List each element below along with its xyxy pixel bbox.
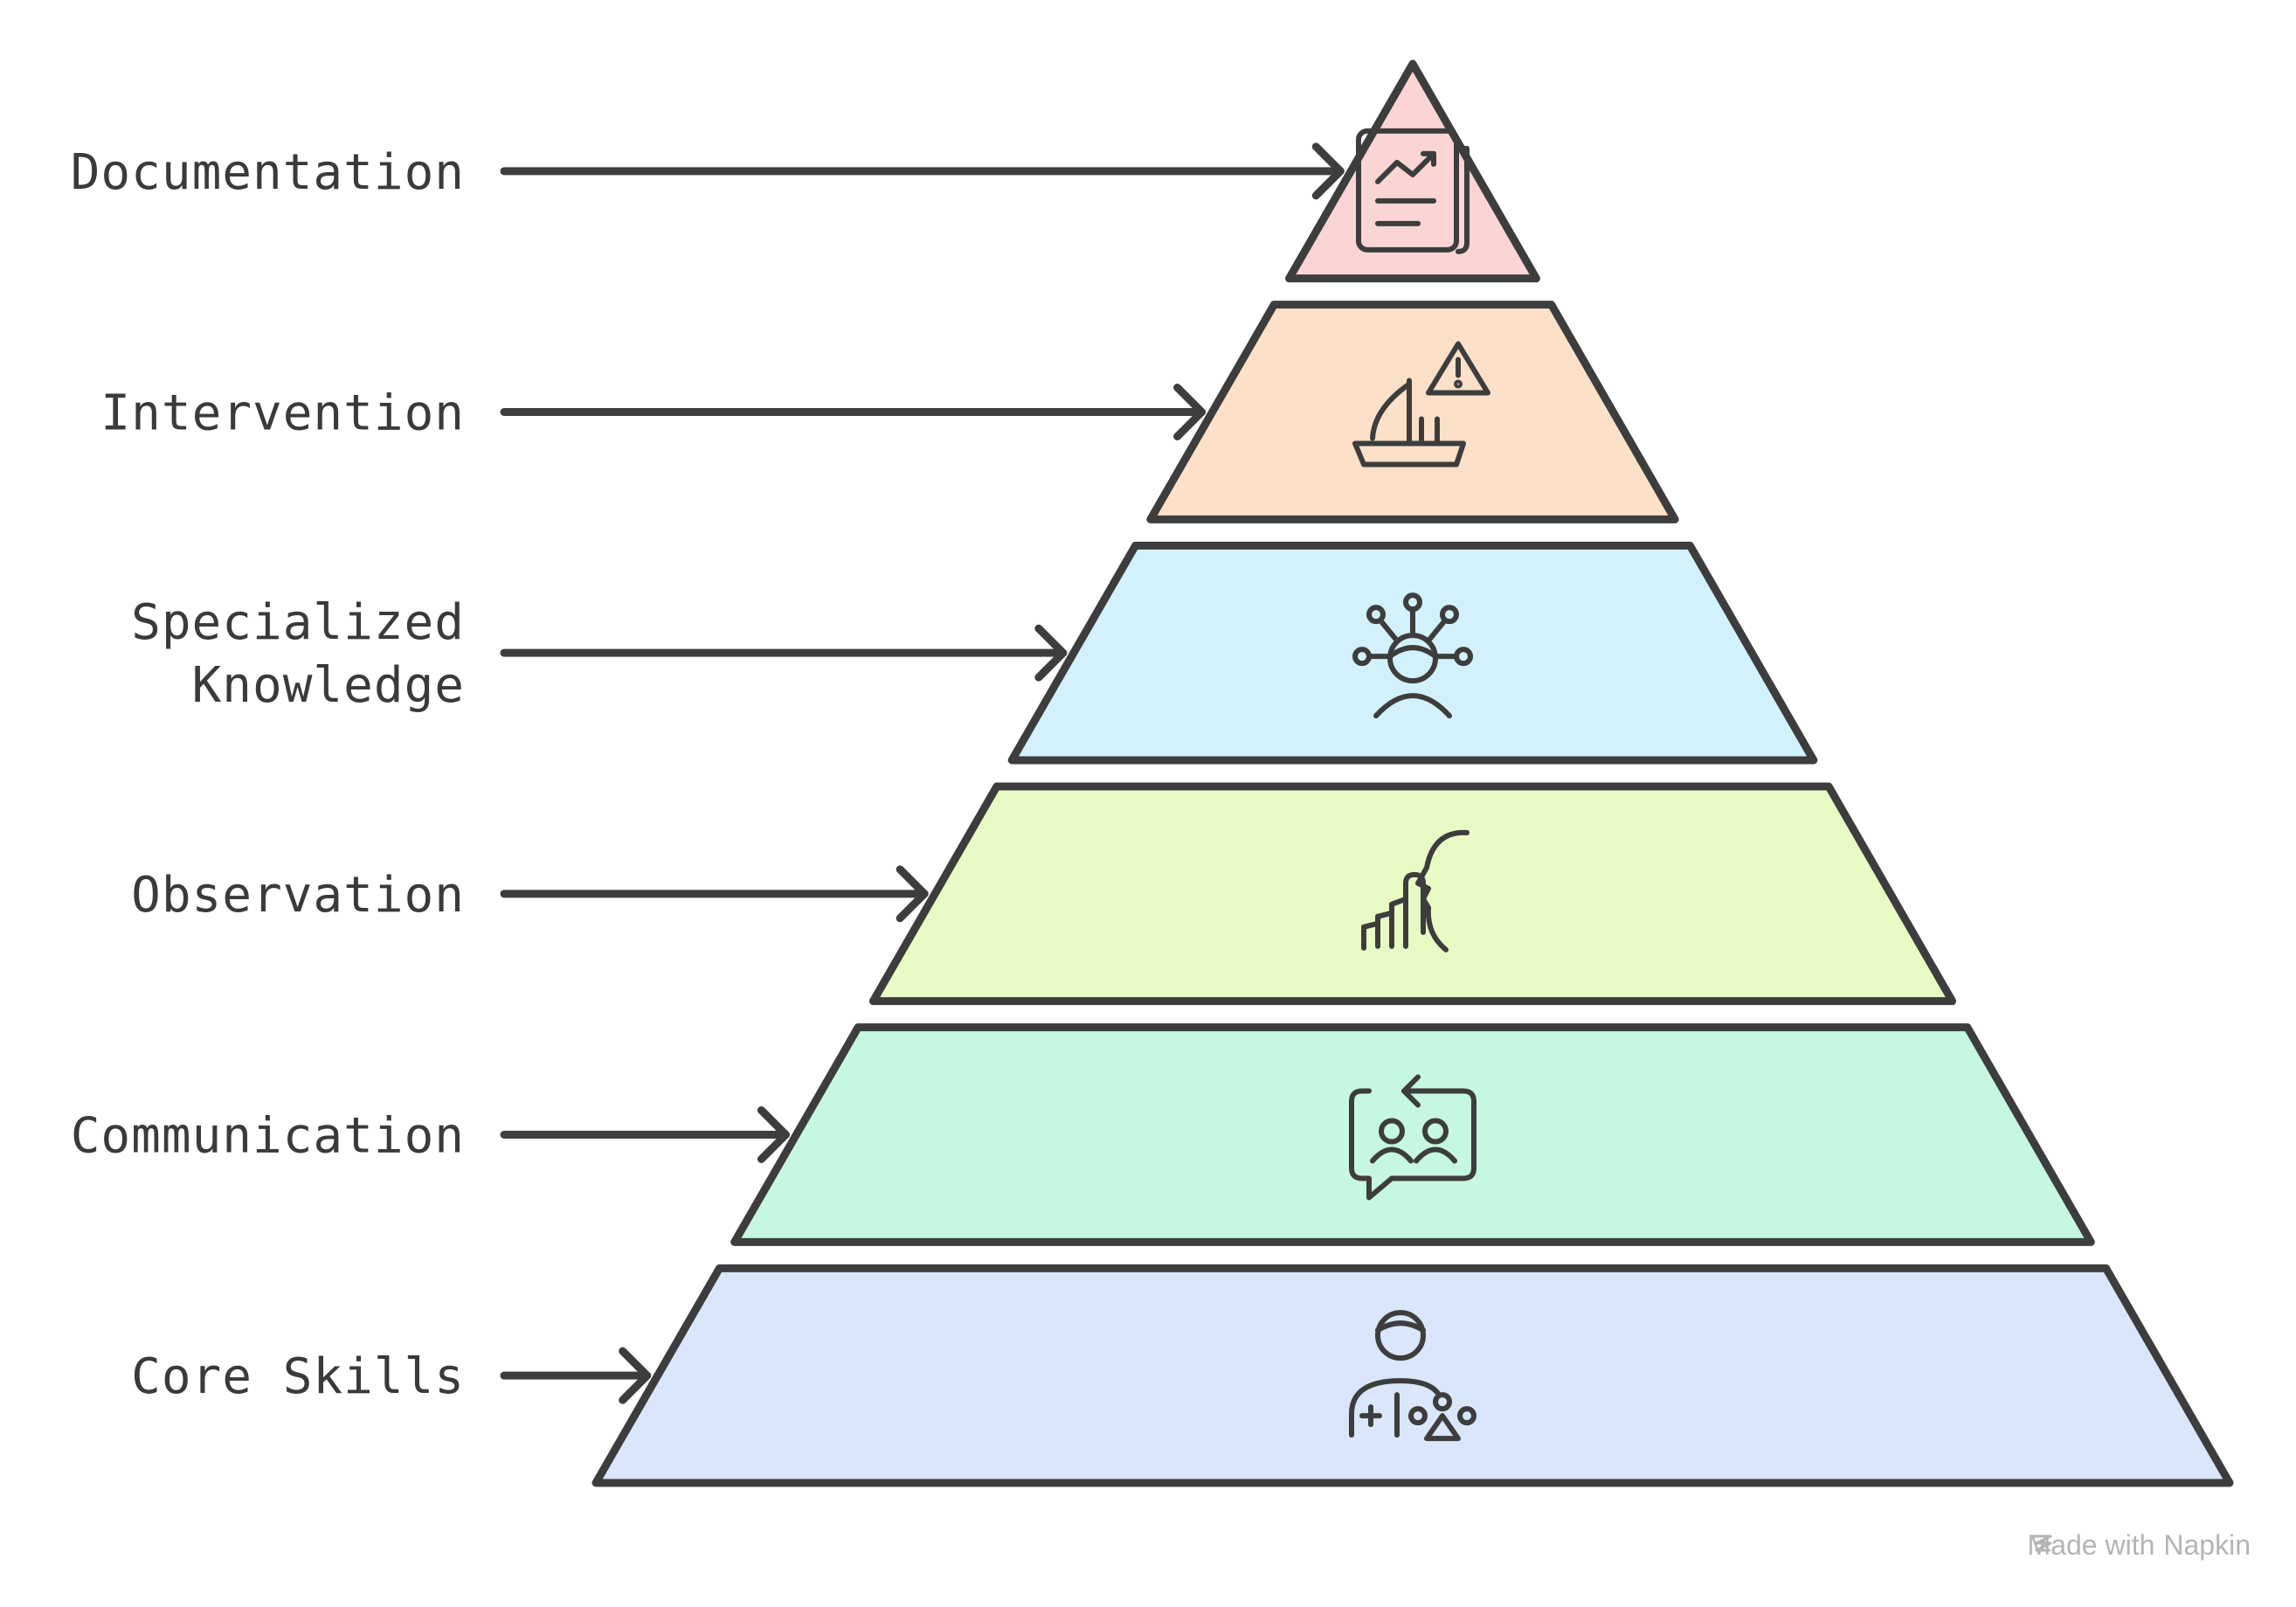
napkin-logo-icon — [2032, 1534, 2052, 1552]
person-network-icon — [1352, 592, 1473, 719]
pyramid-level-communication — [730, 1023, 2095, 1246]
watermark: Made with Napkin — [2028, 1529, 2251, 1562]
report-chart-icon — [1356, 128, 1470, 254]
label-observation: Observation — [131, 867, 465, 924]
arrow-specialized-knowledge — [500, 624, 1068, 682]
label-line: Core Skills — [131, 1348, 465, 1405]
label-line: Communication — [71, 1108, 465, 1165]
label-line: Specialized — [131, 594, 465, 651]
pyramid-level-intervention — [1146, 301, 1679, 523]
watermark-brand: Napkin — [2163, 1529, 2251, 1561]
pyramid-level-core-skills — [591, 1264, 2234, 1487]
label-line: Observation — [131, 867, 465, 924]
arrow-core-skills — [500, 1347, 652, 1404]
arrow-documentation — [500, 142, 1345, 200]
label-communication: Communication — [71, 1108, 465, 1165]
pyramid-level-specialized-knowledge — [1007, 541, 1818, 765]
arrow-observation — [500, 865, 929, 923]
arrow-communication — [500, 1106, 790, 1163]
person-skills-icon — [1349, 1310, 1476, 1442]
chat-people-icon — [1349, 1074, 1476, 1201]
label-documentation: Documentation — [71, 144, 465, 201]
label-line: Documentation — [71, 144, 465, 201]
label-core-skills: Core Skills — [131, 1348, 465, 1405]
label-intervention: Intervention — [100, 385, 465, 442]
label-line: Intervention — [100, 385, 465, 442]
label-line: Knowledge — [192, 657, 465, 714]
ship-warning-icon — [1352, 341, 1490, 468]
arrow-intervention — [500, 384, 1207, 440]
pyramid-level-observation — [868, 782, 1957, 1006]
observer-hand-icon — [1361, 829, 1470, 952]
